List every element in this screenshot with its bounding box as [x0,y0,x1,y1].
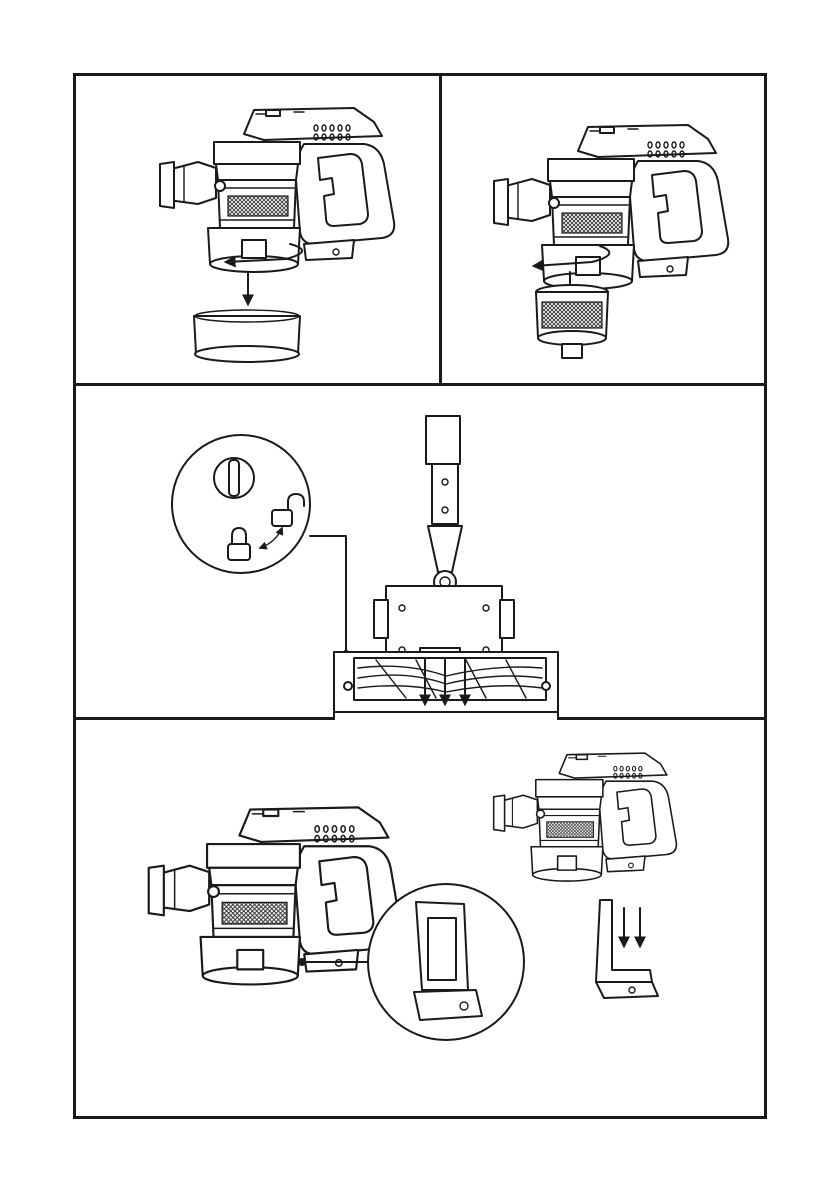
brush-head-illustration [76,386,764,720]
wall-bracket-illustration [76,720,764,1116]
panel-remove-cyclone-filter [442,76,764,386]
dust-bin-removal-illustration [76,76,442,386]
cyclone-filter [536,285,608,358]
panel-brush-head-lock [76,386,764,720]
roller-housing [334,652,558,720]
panel-wall-bracket-mount [76,720,764,1116]
dust-bin [194,310,300,362]
filter-removal-illustration [442,76,764,386]
brush-neck [426,416,462,593]
lock-detail-callout [172,435,310,573]
bracket-detail-callout [368,884,524,1040]
instruction-frame [73,73,767,1119]
callout-connector [310,536,346,650]
wall-bracket [596,900,658,998]
panel-remove-dust-bin [76,76,442,386]
